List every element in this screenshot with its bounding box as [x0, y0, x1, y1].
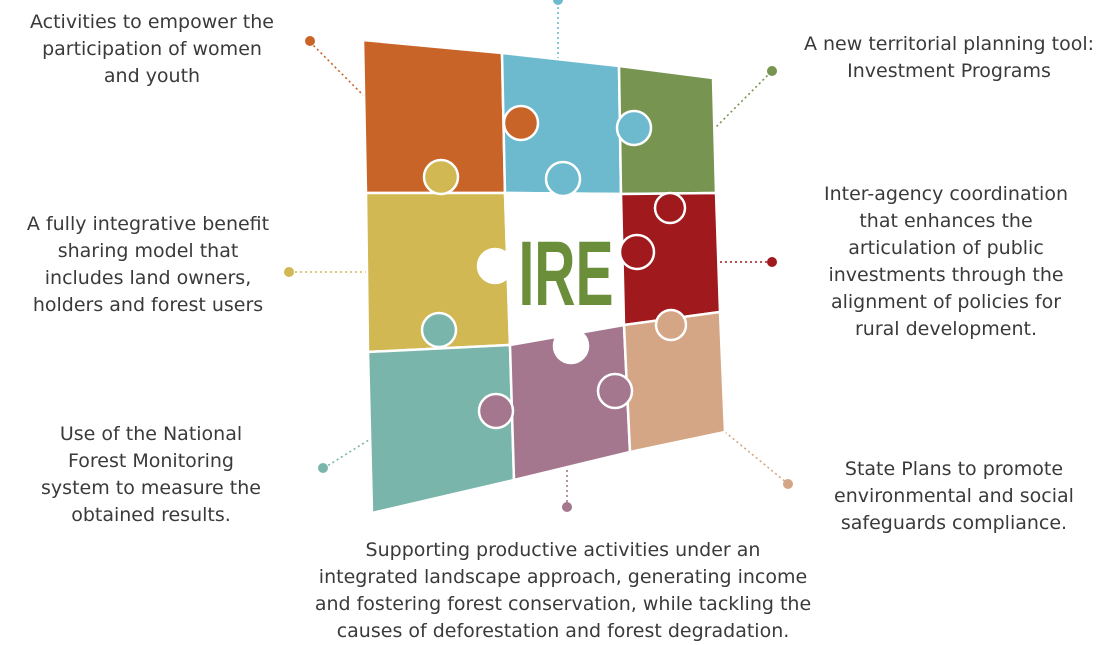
connector-dot-top: [553, 0, 563, 5]
connector-dot-productive-activities: [562, 502, 572, 512]
label-forest-monitoring: Use of the National Forest Monitoring sy…: [41, 423, 261, 526]
connectors: [284, 0, 793, 512]
knob-orange-blue: [502, 104, 540, 142]
knob-purple-teal: [477, 392, 515, 430]
connector-state-plans: [724, 431, 788, 484]
connector-dot-inter-agency: [767, 257, 777, 267]
connector-dot-state-plans: [783, 479, 793, 489]
knob-blue-center: [544, 160, 582, 198]
knob-red-green: [653, 191, 687, 225]
connector-forest-monitoring: [323, 437, 373, 469]
knob-center-purple: [552, 327, 590, 365]
knob-teal-yellow: [420, 311, 458, 349]
knob-tan-red: [654, 308, 688, 342]
connector-dot-benefit-sharing: [284, 267, 294, 277]
knob-blue-green: [615, 109, 653, 147]
label-investment-programs: A new territorial planning tool: Investm…: [803, 33, 1095, 82]
connector-dot-women-youth: [305, 36, 315, 46]
knob-purple-tan: [596, 372, 634, 410]
label-state-plans: State Plans to promote environmental and…: [834, 458, 1074, 534]
puzzle-piece-teal: [366, 343, 516, 515]
puzzle-piece-tan: [622, 310, 727, 454]
knob-red-center: [618, 233, 656, 271]
center-label: IRE: [518, 223, 613, 325]
knob-center-yellow: [476, 247, 514, 285]
connector-dot-investment-programs: [767, 66, 777, 76]
connector-investment-programs: [714, 71, 772, 129]
puzzle-pieces: [361, 38, 727, 515]
label-inter-agency: Inter-agency coordination that enhances …: [824, 183, 1068, 340]
label-women-youth: Activities to empower the participation …: [30, 11, 274, 87]
knob-yellow-orange: [422, 158, 460, 196]
connector-dot-forest-monitoring: [318, 463, 328, 473]
label-productive-activities: Supporting productive activities under a…: [314, 539, 812, 642]
connector-women-youth: [309, 41, 366, 98]
label-benefit-sharing: A fully integrative benefit sharing mode…: [26, 213, 270, 316]
